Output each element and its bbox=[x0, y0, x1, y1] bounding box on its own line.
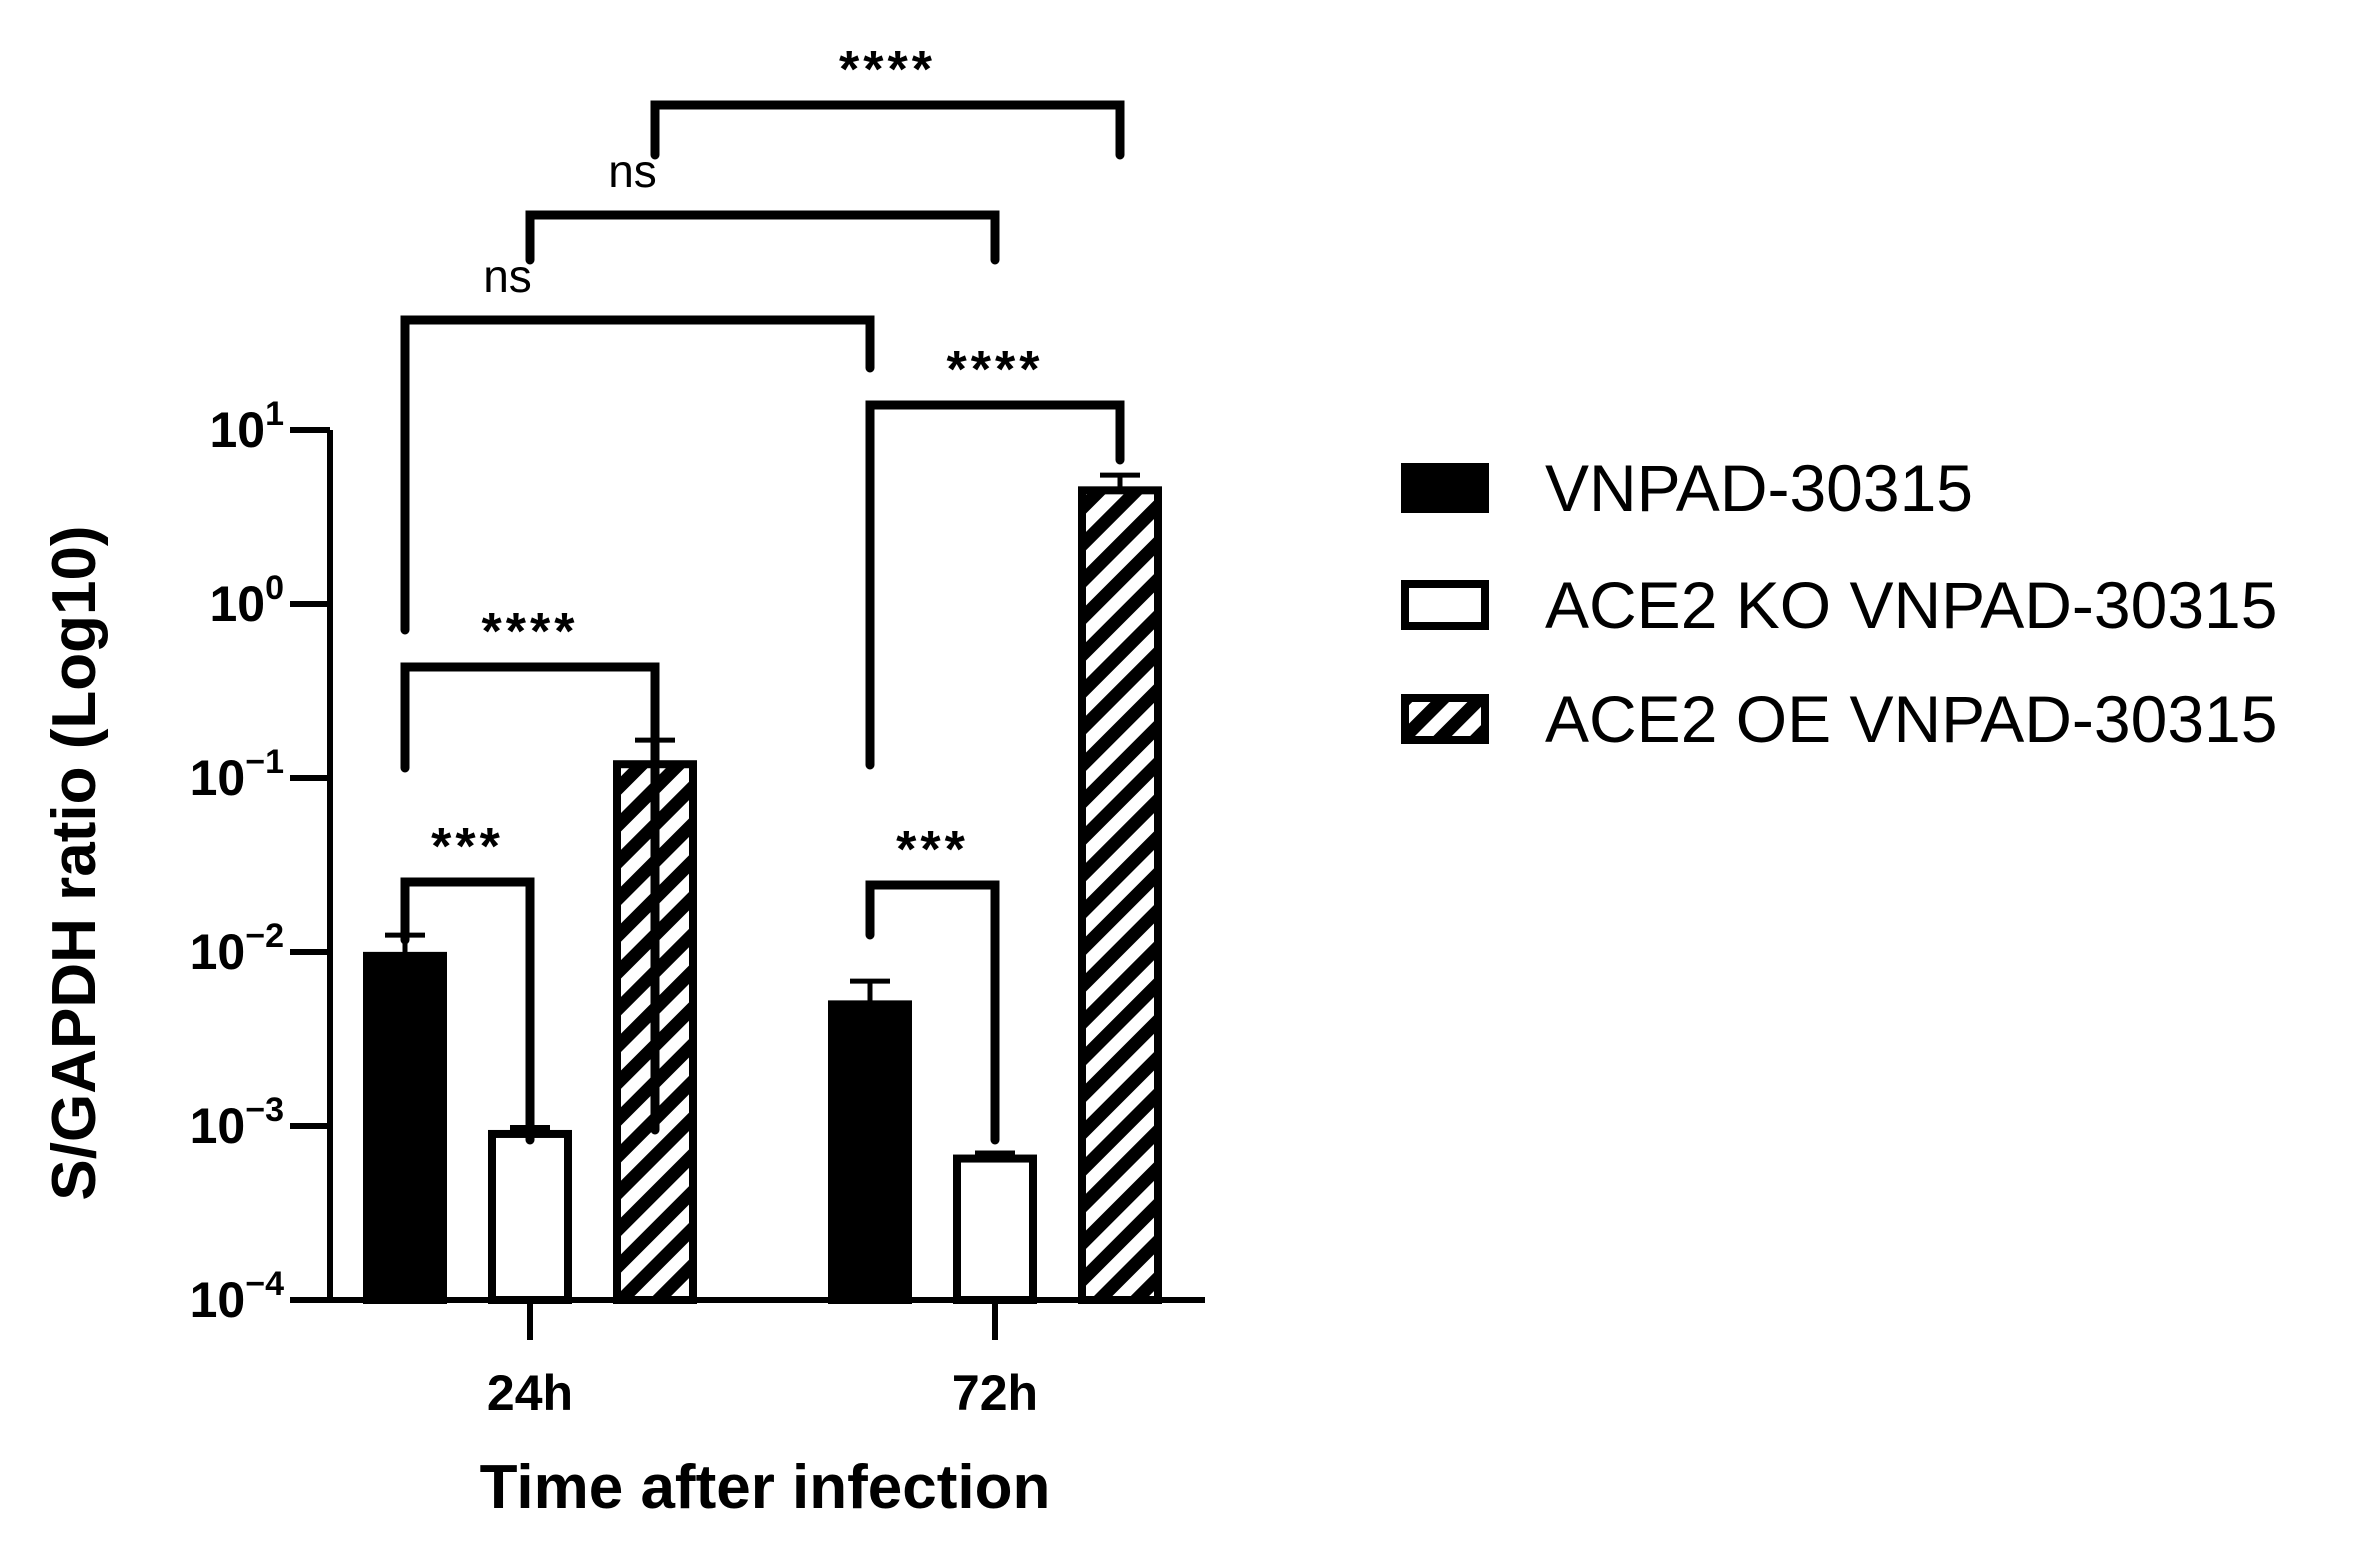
significance-bracket bbox=[525, 210, 1000, 265]
y-tick-label: 101 bbox=[209, 395, 284, 458]
bar bbox=[363, 951, 447, 1304]
y-tick-label: 100 bbox=[209, 569, 284, 632]
significance-label: **** bbox=[839, 41, 936, 99]
y-axis-title: S/GAPDH ratio (Log10) bbox=[40, 525, 109, 1200]
bar bbox=[953, 1154, 1037, 1305]
legend-swatch bbox=[1401, 694, 1489, 744]
legend-swatch bbox=[1401, 580, 1489, 630]
bar bbox=[488, 1129, 572, 1304]
bar bbox=[828, 1000, 912, 1304]
legend-label: ACE2 OE VNPAD-30315 bbox=[1545, 682, 2277, 756]
bars bbox=[363, 472, 1162, 1305]
y-tick-label: 10−3 bbox=[190, 1091, 284, 1154]
significance-label: ns bbox=[483, 250, 532, 302]
significance-label: *** bbox=[431, 818, 504, 876]
legend-label: ACE2 KO VNPAD-30315 bbox=[1545, 568, 2277, 642]
y-tick-label: 10−2 bbox=[190, 917, 284, 980]
x-tick-label: 72h bbox=[952, 1365, 1038, 1421]
significance-label: ns bbox=[608, 145, 657, 197]
significance-bracket bbox=[650, 100, 1125, 160]
x-axis-title: Time after infection bbox=[480, 1453, 1051, 1522]
significance-label: **** bbox=[947, 341, 1044, 399]
y-axis-ticks: 101 100 10−1 10−2 10−3 10−4 bbox=[190, 395, 330, 1328]
significance-label: *** bbox=[896, 821, 969, 879]
legend-swatch bbox=[1401, 463, 1489, 513]
significance-bracket bbox=[865, 400, 1125, 770]
x-tick-label: 24h bbox=[487, 1365, 573, 1421]
axes: 24h 72h bbox=[327, 430, 1205, 1421]
significance-bracket bbox=[400, 877, 535, 1145]
y-tick-label: 10−1 bbox=[190, 743, 284, 806]
significance-bracket bbox=[400, 662, 660, 1135]
legend-label: VNPAD-30315 bbox=[1545, 451, 1973, 525]
bar bbox=[1078, 486, 1162, 1305]
significance-bracket bbox=[400, 315, 875, 635]
y-tick-label: 10−4 bbox=[190, 1265, 284, 1328]
significance-label: **** bbox=[482, 603, 579, 661]
significance-bracket bbox=[865, 880, 1000, 1145]
